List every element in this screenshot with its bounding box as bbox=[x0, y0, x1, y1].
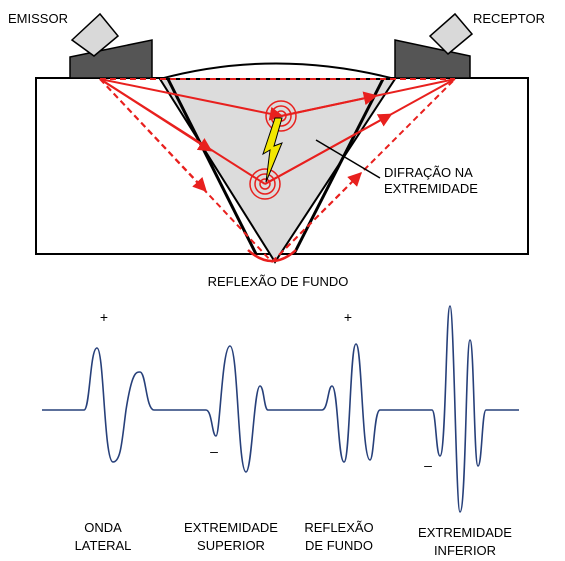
reflexao-fundo-label: REFLEXÃO DE FUNDO bbox=[208, 274, 349, 289]
waveform-onda-lateral bbox=[84, 348, 206, 462]
waveform-extremidade-superior bbox=[206, 346, 322, 472]
label-extremidade-superior-1: EXTREMIDADE bbox=[184, 520, 278, 535]
emissor-label: EMISSOR bbox=[8, 11, 68, 26]
weld-cap bbox=[160, 64, 395, 80]
sign-extremidade-superior: – bbox=[210, 443, 218, 459]
label-extremidade-superior-2: SUPERIOR bbox=[197, 538, 265, 553]
label-extremidade-inferior-1: EXTREMIDADE bbox=[418, 525, 512, 540]
difracao-label-line2: EXTREMIDADE bbox=[384, 181, 478, 196]
label-onda-lateral-2: LATERAL bbox=[75, 538, 132, 553]
signal-waveforms bbox=[42, 306, 519, 512]
waveform-reflexao-fundo bbox=[322, 344, 432, 462]
receptor-label: RECEPTOR bbox=[473, 11, 545, 26]
sign-onda-lateral: + bbox=[100, 309, 108, 325]
waveform-extremidade-inferior bbox=[432, 306, 519, 512]
emissor-probe bbox=[70, 14, 152, 78]
label-onda-lateral-1: ONDA bbox=[84, 520, 122, 535]
sign-reflexao-fundo: + bbox=[344, 309, 352, 325]
label-reflexao-fundo-1: REFLEXÃO bbox=[304, 520, 373, 535]
sign-extremidade-inferior: – bbox=[424, 457, 432, 473]
receptor-probe bbox=[395, 14, 472, 78]
difracao-label-line1: DIFRAÇÃO NA bbox=[384, 165, 473, 180]
label-extremidade-inferior-2: INFERIOR bbox=[434, 543, 496, 558]
label-reflexao-fundo-2: DE FUNDO bbox=[305, 538, 373, 553]
